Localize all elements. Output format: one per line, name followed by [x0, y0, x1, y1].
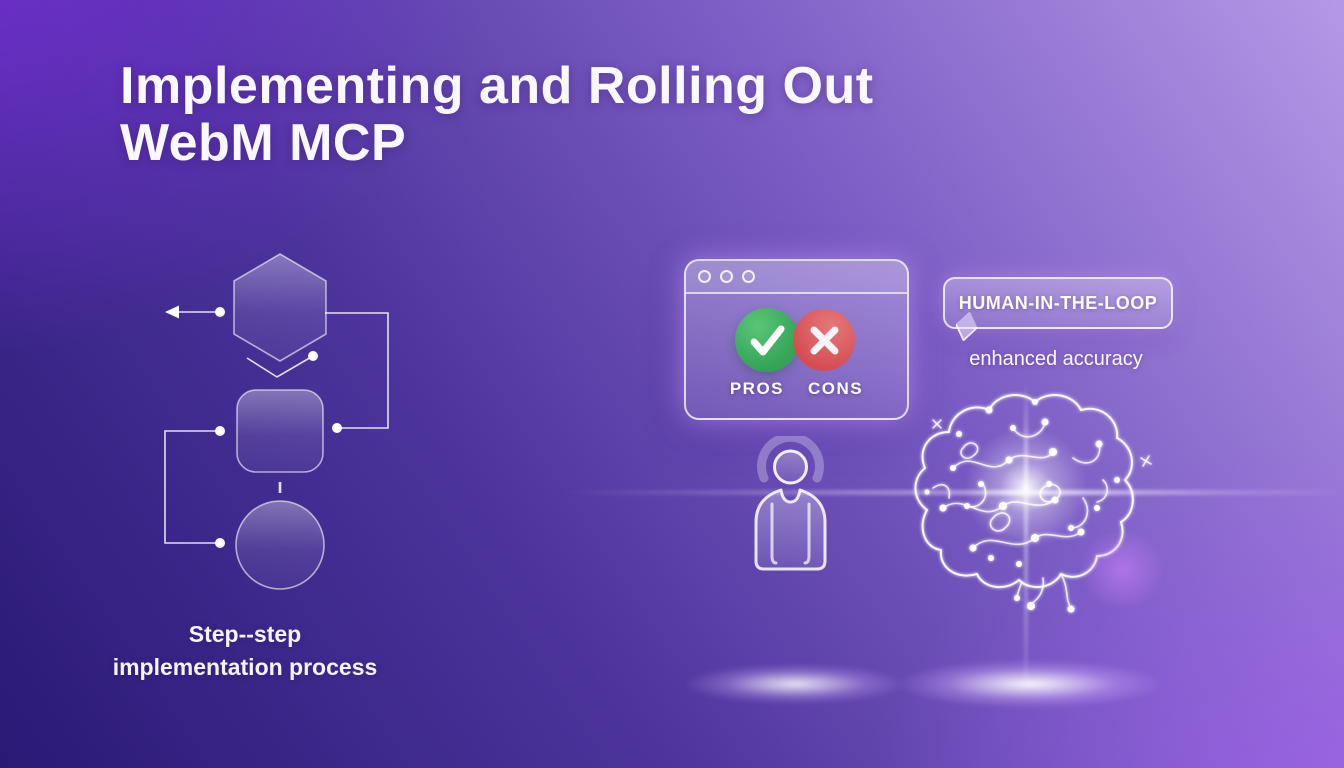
window-control-dot-2 [720, 270, 733, 283]
lens-flare-horizontal [560, 490, 1344, 495]
x-icon [810, 326, 839, 355]
title-line-2: WebM MCP [120, 114, 407, 173]
title-line-1: Implementing and Rolling Out [120, 57, 874, 115]
callout-subtitle: enhanced accuracy [969, 348, 1143, 370]
window-control-dot-1 [698, 270, 711, 283]
halo-arc [757, 436, 824, 483]
lens-flare-core [956, 418, 1096, 558]
ground-glow-left [685, 664, 905, 704]
chevron-down [246, 355, 314, 378]
browser-window: PROS CONS [684, 259, 909, 420]
check-icon [750, 325, 785, 356]
magenta-glow [1075, 532, 1170, 607]
speech-bubble-label: HUMAN-IN-THE-LOOP [958, 292, 1158, 313]
connector-right [325, 312, 389, 429]
speech-bubble: HUMAN-IN-THE-LOOP [943, 277, 1173, 329]
hexagon-shape [233, 253, 327, 362]
arrowhead-left-icon [165, 305, 179, 319]
pros-label: PROS [729, 379, 785, 398]
person-left-arm-line [770, 502, 778, 565]
rounded-square-shape [236, 389, 324, 473]
flow-connectors [164, 311, 389, 544]
cons-badge [793, 309, 855, 371]
ground-glow-right [898, 660, 1162, 708]
browser-titlebar [686, 261, 907, 294]
brain-outline [914, 394, 1134, 589]
cons-label: CONS [808, 379, 864, 398]
flowchart-caption: Step--step implementation process [70, 618, 420, 685]
pros-cons-labels: PROS CONS [686, 379, 907, 399]
flow-nodes-dots [165, 305, 342, 548]
human-figure-icon [754, 436, 827, 571]
caption-line-1: Step--step [188, 621, 302, 647]
window-control-dot-3 [742, 270, 755, 283]
person-right-arm-line [803, 502, 811, 565]
person-body [754, 488, 827, 571]
person-head [773, 449, 808, 485]
page-title: Implementing and Rolling Out WebM MCP [120, 57, 1080, 173]
caption-line-2: implementation process [112, 654, 378, 681]
sparkle-icons [932, 419, 1152, 467]
circle-shape [235, 500, 325, 590]
connector-left [164, 430, 220, 544]
step-flowchart-diagram [164, 253, 389, 590]
pros-badge [735, 308, 799, 372]
